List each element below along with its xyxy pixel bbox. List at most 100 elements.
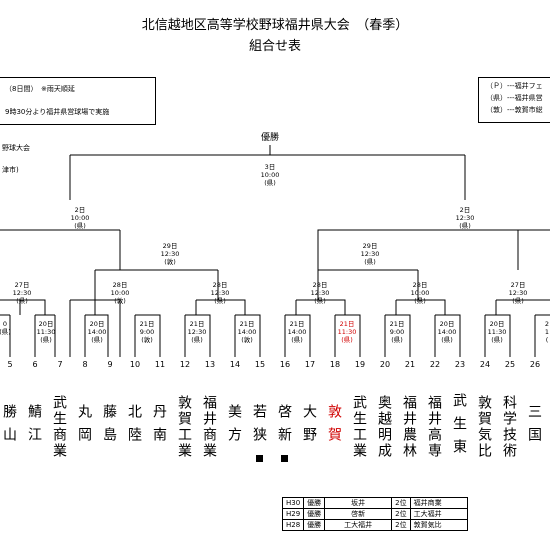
match-date: 20日	[89, 320, 105, 328]
tournament-note: 野球大会	[2, 144, 30, 152]
schedule-note-line1: （8日間） ※雨天順延	[5, 85, 75, 93]
team-name: 大野	[301, 404, 317, 450]
second-label-cell: 2位	[391, 508, 411, 520]
round1-match-10: 20日 14:00 (県)	[427, 320, 467, 344]
past-results-table: H30 優勝 坂井 2位 福井商業 H29 優勝 啓新 2位 工大福井 H28 …	[281, 497, 468, 531]
round2-match-2: 28日 10:00 (敦)	[100, 281, 140, 305]
match-venue: (県)	[191, 336, 203, 344]
table-row: H29 優勝 啓新 2位 工大福井	[281, 508, 468, 520]
round1-match-9: 21日 9:00 (県)	[377, 320, 417, 344]
match-time: 12:30	[210, 289, 230, 297]
team-name: 三国	[526, 404, 542, 450]
round1-match-1: 0 (県)	[0, 320, 25, 336]
winner-cell: 工大福井	[324, 519, 393, 531]
schedule-note-line2: 9時30分より福井県営球場で実施	[5, 108, 110, 116]
match-date: 28日	[212, 281, 228, 289]
venue-legend-box: （Ｐ）---福井フェ （県）---福井県営 （敦）---敦賀市総	[478, 77, 550, 123]
team-number: 9	[107, 360, 113, 369]
team-number: 7	[57, 360, 63, 369]
team-number: 25	[504, 360, 516, 369]
team-name: 丸岡	[76, 404, 92, 450]
team-number: 8	[82, 360, 88, 369]
match-time: 12:30	[12, 289, 32, 297]
match-date: 21日	[339, 320, 355, 328]
second-label-cell: 2位	[391, 497, 411, 509]
team-name: 科学技術	[501, 395, 517, 459]
team-number: 5	[7, 360, 13, 369]
match-venue: (県)	[512, 297, 524, 305]
match-venue: (県)	[491, 336, 503, 344]
team-number: 17	[304, 360, 316, 369]
year-cell: H30	[281, 497, 305, 509]
match-venue: (敦)	[141, 336, 153, 344]
team-name: 武生工業	[351, 395, 367, 459]
match-time: 12:30	[455, 214, 475, 222]
team-number: 16	[279, 360, 291, 369]
round2-match-5: 28日 10:00 (県)	[400, 281, 440, 305]
page-subtitle: 組合せ表	[248, 39, 301, 54]
team-number: 6	[32, 360, 38, 369]
round1-match-11: 20日 11:30 (県)	[477, 320, 517, 344]
match-venue: (	[545, 336, 549, 344]
team-number: 18	[329, 360, 341, 369]
match-venue: (県)	[0, 328, 11, 336]
venue-note: 津市)	[2, 166, 19, 174]
seed-marker	[281, 455, 288, 462]
match-date: 29日	[362, 242, 378, 250]
match-time: 12:30	[160, 250, 180, 258]
match-time: 14:00	[437, 328, 457, 336]
winner-label-cell: 優勝	[303, 519, 326, 531]
match-time: 1	[544, 328, 550, 336]
match-date: 21日	[289, 320, 305, 328]
final-match: 3日 10:00 (県)	[250, 163, 290, 187]
match-date: 29日	[162, 242, 178, 250]
match-time: 0	[2, 320, 8, 328]
match-time: 10:00	[410, 289, 430, 297]
team-number: 26	[529, 360, 541, 369]
match-date: 28日	[112, 281, 128, 289]
match-venue: (県)	[16, 297, 28, 305]
team-number: 14	[229, 360, 241, 369]
legend-line1: （Ｐ）---福井フェ	[486, 82, 543, 90]
table-row: H30 優勝 坂井 2位 福井商業	[281, 497, 468, 509]
team-number: 20	[379, 360, 391, 369]
match-date: 2日	[74, 206, 86, 214]
match-time: 14:00	[237, 328, 257, 336]
team-number: 19	[354, 360, 366, 369]
team-number: 15	[254, 360, 266, 369]
match-date: 28日	[312, 281, 328, 289]
team-number: 10	[129, 360, 141, 369]
team-name: 藤島	[101, 404, 117, 450]
second-cell: 敦賀気比	[409, 519, 468, 531]
team-name: 武生商業	[51, 395, 67, 459]
match-time: 14:00	[287, 328, 307, 336]
quarterfinal-b: 29日 12:30 (県)	[350, 242, 390, 266]
second-label-cell: 2位	[391, 519, 411, 531]
round1-match-5: 21日 12:30 (県)	[177, 320, 217, 344]
year-cell: H29	[281, 508, 305, 520]
match-time: 9:00	[139, 328, 155, 336]
match-date: 21日	[139, 320, 155, 328]
match-venue: (県)	[341, 336, 353, 344]
round1-match-12: 2 1 (	[527, 320, 550, 344]
match-date: 21日	[239, 320, 255, 328]
match-date: 3日	[264, 163, 276, 171]
round2-match-1: 27日 12:30 (県)	[2, 281, 42, 305]
match-venue: (県)	[391, 336, 403, 344]
team-number: 21	[404, 360, 416, 369]
match-venue: (県)	[91, 336, 103, 344]
team-number: 11	[154, 360, 166, 369]
match-venue: (県)	[414, 297, 426, 305]
semifinal-left: 2日 10:00 (県)	[60, 206, 100, 230]
match-date: 20日	[489, 320, 505, 328]
match-venue: (県)	[364, 258, 376, 266]
round1-match-3: 20日 14:00 (県)	[77, 320, 117, 344]
match-venue: (県)	[291, 336, 303, 344]
winner-label-cell: 優勝	[303, 497, 326, 509]
team-name: 敦賀気比	[476, 395, 492, 459]
match-venue: (県)	[214, 297, 226, 305]
seed-marker	[256, 455, 263, 462]
match-date: 27日	[510, 281, 526, 289]
team-name: 武生東	[451, 392, 467, 462]
